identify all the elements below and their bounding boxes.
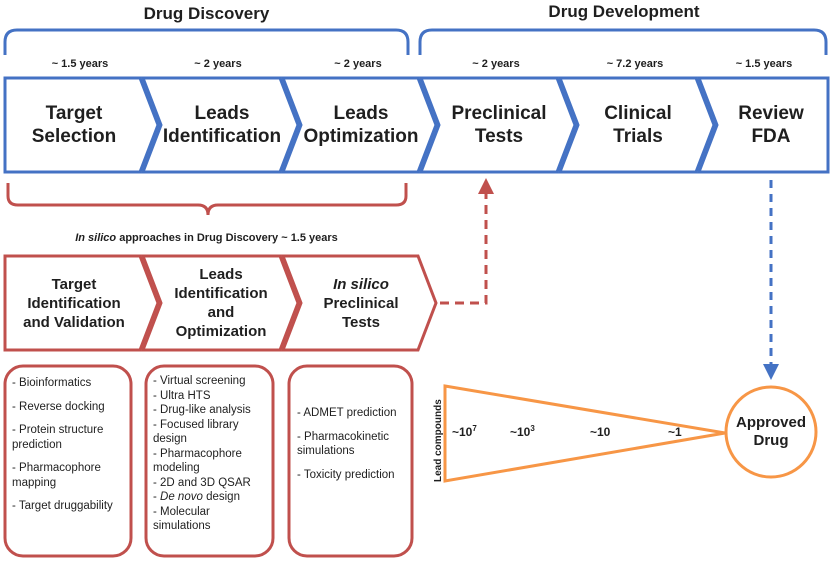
list-item: - Virtual screening (153, 375, 246, 387)
chevron-target-selection (3, 76, 160, 174)
chevron-preclinical-tests (418, 76, 577, 174)
list-item: - Pharmacophore (153, 447, 242, 460)
stage-duration: ~ 1.5 years (51, 58, 109, 70)
stage-duration: ~ 2 years (472, 58, 520, 70)
list-item: prediction (12, 438, 62, 451)
red-chevron-leads-optimization (140, 254, 300, 352)
lead-funnel (443, 384, 726, 483)
list-box-preclinical (287, 364, 414, 558)
insilico-note: In silico approaches in Drug Discovery ~… (75, 232, 338, 244)
stage-duration: ~ 2 years (334, 58, 382, 70)
funnel-count: ~107 (452, 424, 477, 439)
list-item: - Molecular (153, 505, 210, 518)
funnel-count: ~10 (590, 425, 611, 439)
list-preclinical-approaches: - ADMET prediction - Pharmacokinetic sim… (297, 406, 409, 482)
list-item: modeling (153, 462, 200, 474)
red-dashed-arrow (440, 193, 488, 305)
list-item: mapping (12, 476, 57, 489)
list-item: - Protein structure (12, 424, 104, 436)
list-item: - Pharmacophore (12, 462, 101, 474)
drug-development-bracket (418, 28, 828, 55)
stage-duration: ~ 1.5 years (735, 58, 793, 70)
list-item: - Target druggability (12, 500, 113, 512)
chevron-clinical-trials (557, 76, 716, 174)
funnel-count: ~1 (668, 425, 682, 439)
lead-compounds-label: Lead compounds (433, 399, 444, 482)
list-box-leads (144, 364, 275, 558)
approved-drug-circle (724, 385, 818, 479)
list-box-target (3, 364, 133, 558)
red-chevron-target-validation (3, 254, 160, 352)
insilico-brace (6, 183, 408, 216)
list-item: - Toxicity prediction (297, 468, 395, 481)
list-item: - Reverse docking (12, 400, 105, 413)
funnel-count: ~103 (510, 424, 535, 439)
list-target-approaches: - Bioinformatics - Reverse docking - Pro… (12, 376, 128, 514)
list-item: - Drug-like analysis (153, 404, 251, 416)
list-item: - 2D and 3D QSAR (153, 476, 251, 489)
list-item: - De novo design (153, 491, 240, 503)
list-item: - Pharmacokinetic (297, 430, 390, 443)
blue-arrow-head (763, 364, 779, 380)
list-item: - ADMET prediction (297, 407, 397, 419)
drug-discovery-bracket (3, 28, 410, 55)
red-arrow-head (478, 178, 494, 194)
list-leads-approaches: - Virtual screening - Ultra HTS - Drug-l… (153, 374, 271, 534)
box-review-fda (696, 76, 830, 174)
stage-duration: ~ 2 years (194, 58, 242, 70)
stage-duration: ~ 7.2 years (606, 58, 664, 70)
list-item: simulations (297, 445, 355, 457)
header-drug-development: Drug Development (548, 2, 700, 21)
list-item: - Ultra HTS (153, 389, 211, 402)
chevron-leads-optimization (280, 76, 438, 174)
list-item: simulations (153, 520, 211, 532)
chevron-leads-identification (140, 76, 300, 174)
red-chevron-insilico-preclinical (280, 254, 438, 352)
list-item: design (153, 433, 187, 445)
list-item: - Focused library (153, 418, 239, 431)
header-drug-discovery: Drug Discovery (143, 4, 270, 23)
list-item: - Bioinformatics (12, 377, 92, 389)
